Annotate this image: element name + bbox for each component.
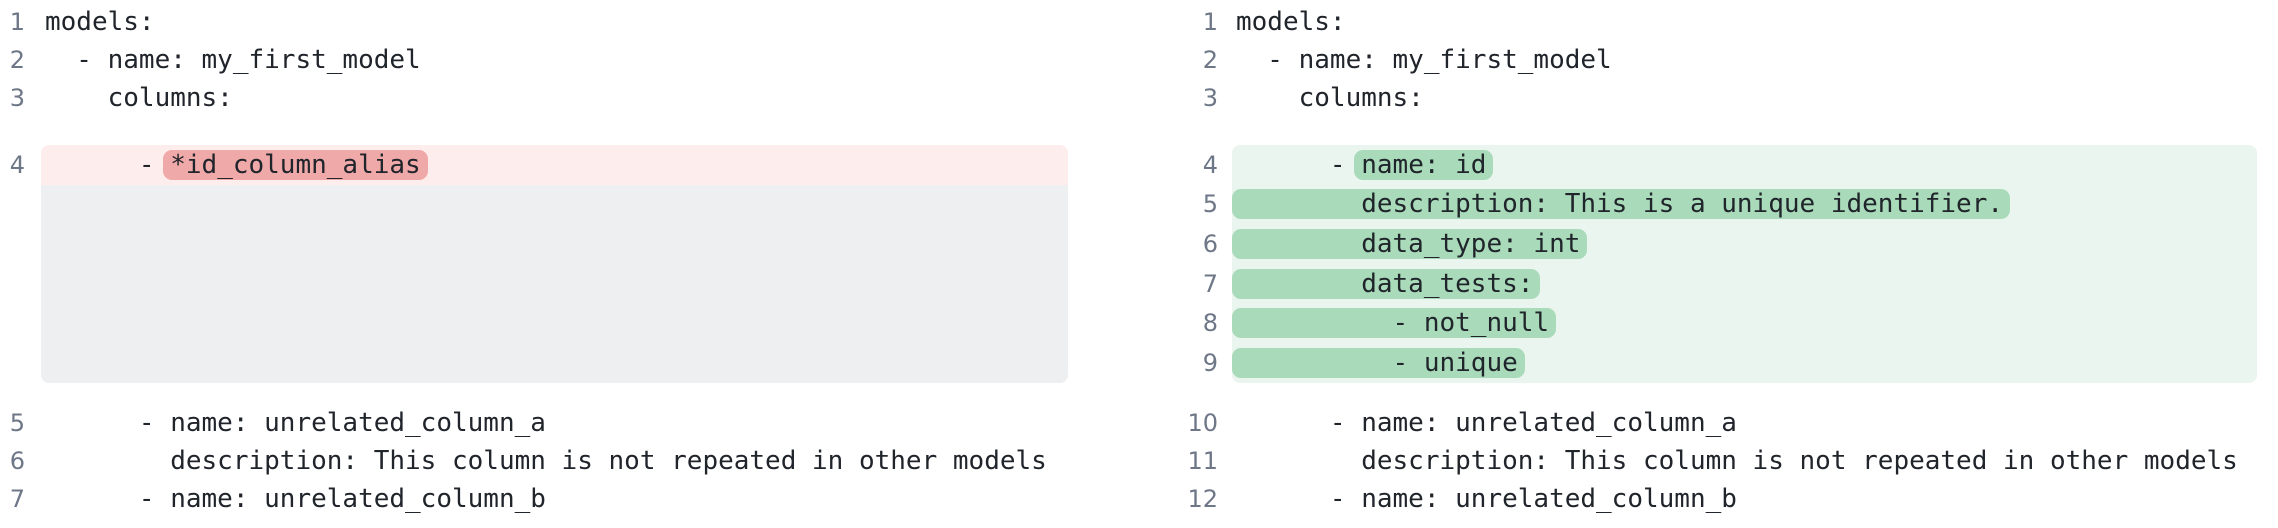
line-number: 7: [9, 485, 25, 513]
code-text: columns:: [41, 79, 1068, 117]
line-number: 6: [1202, 230, 1218, 259]
code-text: - not_null: [1232, 303, 2257, 344]
code-line: 3 columns:: [1139, 79, 2278, 117]
added-word-highlight: data_tests:: [1232, 268, 1541, 299]
code-segment: models:: [45, 7, 155, 37]
added-code-line: 7 data_tests:: [1139, 263, 2278, 304]
line-number: 9: [1202, 349, 1218, 378]
code-text: - name: unrelated_column_b: [1232, 480, 2257, 518]
code-text: - name: unrelated_column_b: [41, 480, 1068, 518]
code-line: 2 - name: my_first_model: [0, 41, 1139, 79]
code-line: 3 columns:: [0, 79, 1139, 117]
added-code-line: 6 data_type: int: [1139, 224, 2278, 264]
added-word-highlight: description: This is a unique identifier…: [1232, 189, 2011, 220]
added-code-line: 5 description: This is a unique identifi…: [1139, 184, 2278, 225]
line-number: 2: [1202, 46, 1218, 74]
line-number: 2: [9, 46, 25, 74]
spacer-block: [41, 185, 1068, 383]
line-number: 10: [1187, 408, 1218, 437]
added-word-highlight: data_type: int: [1232, 229, 1588, 260]
code-segment: columns:: [45, 83, 233, 113]
code-text: - unique: [1232, 343, 2257, 383]
line-number: 5: [1202, 190, 1218, 219]
line-number: 4: [9, 151, 25, 179]
line-number: 5: [9, 409, 25, 437]
line-number: 3: [1202, 84, 1218, 112]
code-text: description: This is a unique identifier…: [1232, 184, 2257, 225]
line-number: 12: [1187, 484, 1218, 513]
old-file-pane: 1 models: 2 - name: my_first_model 3 col…: [0, 3, 1139, 528]
code-segment: - name: unrelated_column_a: [1236, 407, 1737, 438]
code-segment: columns:: [1236, 83, 1424, 113]
code-text: description: This column is not repeated…: [41, 442, 1068, 480]
added-word-highlight: - unique: [1232, 348, 1525, 379]
code-text: columns:: [1232, 79, 2257, 117]
line-number: 11: [1187, 446, 1218, 475]
code-text: data_tests:: [1232, 263, 2257, 304]
code-line: 10 - name: unrelated_column_a: [1139, 404, 2278, 442]
code-line: 1 models:: [1139, 3, 2278, 41]
code-line: 5 - name: unrelated_column_a: [0, 404, 1139, 442]
code-line: 12 - name: unrelated_column_b: [1139, 480, 2278, 518]
code-text: models:: [41, 3, 1068, 41]
removed-code-line: 4 - *id_column_alias: [0, 145, 1139, 185]
code-segment: - name: unrelated_column_a: [45, 408, 546, 438]
added-code-line: 9 - unique: [1139, 343, 2278, 383]
added-word-highlight: - not_null: [1232, 308, 1557, 339]
code-segment: -: [45, 150, 171, 180]
code-line: 2 - name: my_first_model: [1139, 41, 2278, 79]
added-code-line: 4 - name: id: [1139, 145, 2278, 185]
code-text: models:: [1232, 3, 2257, 41]
code-segment: models:: [1236, 7, 1346, 37]
line-number: 1: [1202, 8, 1218, 36]
line-number: 8: [1202, 309, 1218, 338]
removed-word-highlight: *id_column_alias: [163, 150, 428, 180]
code-text: - name: id: [1232, 145, 2257, 185]
code-segment: - name: unrelated_column_b: [45, 484, 546, 514]
code-text: - *id_column_alias: [41, 145, 1068, 185]
code-segment: description: This column is not repeated…: [1236, 445, 2238, 476]
new-file-pane: 1 models: 2 - name: my_first_model 3 col…: [1139, 3, 2278, 528]
code-line: 6 description: This column is not repeat…: [0, 442, 1139, 480]
line-number: 7: [1202, 269, 1218, 298]
line-number: 4: [1202, 150, 1218, 179]
code-segment: description: This column is not repeated…: [45, 446, 1047, 476]
code-line: 11 description: This column is not repea…: [1139, 442, 2278, 480]
code-segment: -: [1236, 149, 1362, 180]
line-number: 6: [9, 447, 25, 475]
line-number: 1: [9, 8, 25, 36]
code-text: - name: my_first_model: [41, 41, 1068, 79]
line-number: 3: [9, 84, 25, 112]
code-text: description: This column is not repeated…: [1232, 442, 2257, 480]
code-segment: - name: my_first_model: [1236, 45, 1612, 75]
code-line: 7 - name: unrelated_column_b: [0, 480, 1139, 518]
code-line: 1 models:: [0, 3, 1139, 41]
code-text: - name: unrelated_column_a: [1232, 404, 2257, 442]
code-segment: - name: unrelated_column_b: [1236, 483, 1737, 514]
code-text: data_type: int: [1232, 224, 2257, 264]
code-segment: - name: my_first_model: [45, 45, 421, 75]
collapsed-diff-spacer: [0, 185, 1139, 383]
added-code-line: 8 - not_null: [1139, 303, 2278, 344]
added-word-highlight: name: id: [1354, 149, 1494, 180]
code-text: - name: unrelated_column_a: [41, 404, 1068, 442]
code-text: - name: my_first_model: [1232, 41, 2257, 79]
